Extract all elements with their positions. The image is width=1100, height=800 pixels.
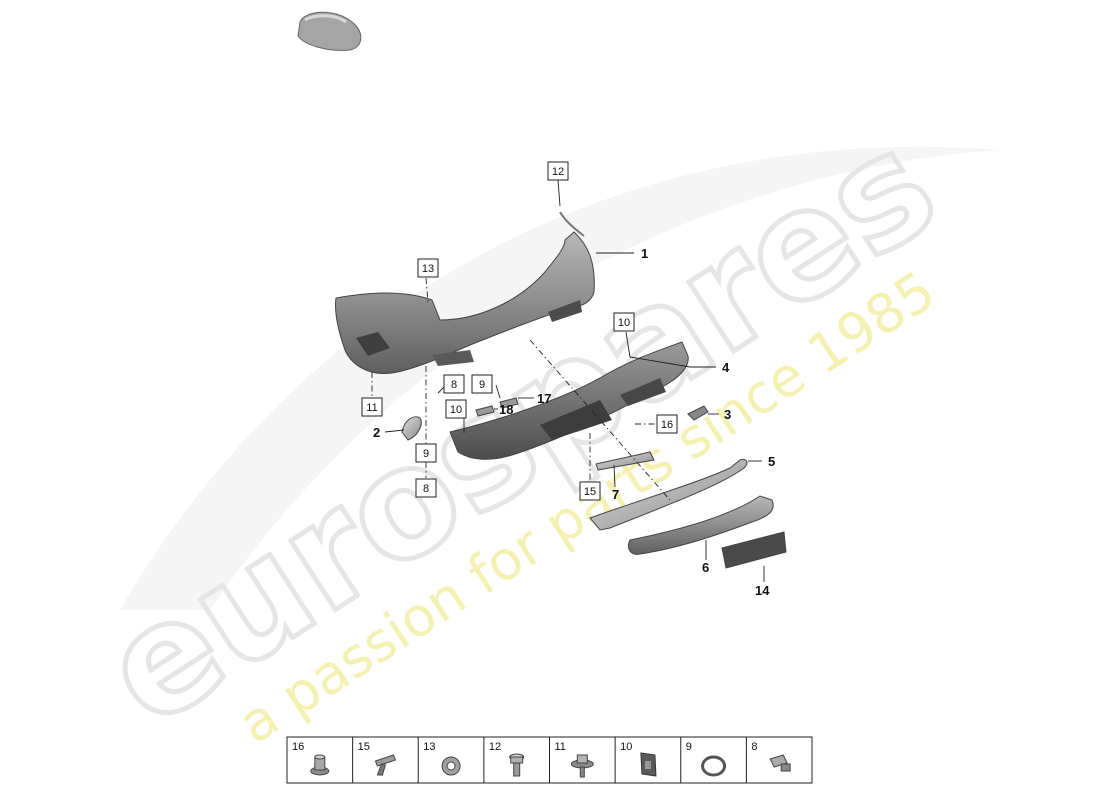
svg-text:16: 16: [661, 419, 673, 431]
watermark-swoosh: [120, 146, 1000, 610]
flanged-nut-icon: [310, 754, 330, 776]
callout-7: 7: [612, 487, 619, 502]
boxed-ref-13: 13: [417, 258, 439, 278]
boxed-ref-16: 16: [656, 414, 678, 434]
svg-text:8: 8: [451, 379, 457, 391]
boxed-ref-10-left: 10: [445, 399, 467, 419]
callout-17: 17: [537, 391, 551, 406]
boxed-ref-9-left: 9: [471, 374, 493, 394]
skid-panel-part: [627, 495, 774, 555]
leader-lines: [371, 179, 765, 582]
svg-text:10: 10: [618, 317, 630, 329]
callout-2: 2: [373, 425, 380, 440]
legend-number: 10: [620, 741, 632, 753]
legend-cell-13: 13: [417, 737, 461, 783]
svg-text:15: 15: [584, 486, 596, 498]
svg-text:9: 9: [423, 448, 429, 460]
boxed-ref-10-top: 10: [613, 312, 635, 332]
legend-cell-12: 12: [483, 737, 525, 783]
legend-number: 11: [555, 741, 566, 753]
legend-cell-9: 9: [680, 737, 727, 783]
fastener-legend: 16 15 13 12 11 10 9 8: [286, 736, 813, 784]
screw-icon: [509, 753, 525, 777]
legend-number: 13: [423, 741, 435, 753]
svg-text:9: 9: [479, 379, 485, 391]
callout-6: 6: [702, 560, 709, 575]
callout-14: 14: [755, 583, 770, 598]
legend-number: 15: [358, 741, 370, 753]
svg-text:13: 13: [422, 263, 434, 275]
legend-cell-16: 16: [292, 741, 330, 776]
vehicle-highlight: [304, 14, 347, 24]
callout-4: 4: [722, 360, 730, 375]
callout-3: 3: [724, 407, 731, 422]
svg-text:10: 10: [450, 404, 462, 416]
svg-text:8: 8: [423, 483, 429, 495]
callout-1: 1: [641, 246, 648, 261]
bracket-18-part: [475, 405, 495, 417]
callout-18: 18: [499, 402, 513, 417]
clip-nut-icon: [640, 752, 657, 777]
cover-plate-part: [721, 531, 787, 569]
retaining-clip-part: [687, 405, 709, 421]
legend-number: 16: [292, 741, 304, 753]
legend-number: 12: [489, 741, 501, 753]
legend-cell-10: 10: [614, 737, 657, 783]
boxed-ref-15: 15: [579, 481, 601, 501]
boxed-ref-9-bottom: 9: [415, 443, 437, 463]
boxed-ref-8-bottom: 8: [415, 478, 437, 498]
expansion-rivet-icon: [374, 754, 397, 776]
rear-bumper-cover: [335, 211, 595, 375]
sealing-ring-icon: [701, 755, 727, 777]
boxed-ref-11: 11: [361, 397, 383, 417]
collar-screw-icon: [570, 754, 594, 778]
legend-cell-11: 11: [549, 737, 594, 783]
legend-cell-8: 8: [745, 737, 791, 783]
boxed-ref-8-left: 8: [443, 374, 465, 394]
boxed-ref-12: 12: [547, 161, 569, 181]
svg-text:12: 12: [552, 166, 564, 178]
retaining-washer-icon: [441, 756, 461, 776]
svg-text:11: 11: [366, 402, 377, 414]
reflector-part: [401, 416, 422, 441]
plug-connector-icon: [769, 754, 791, 772]
diffuser-lower-panel: [449, 341, 689, 460]
bracket-17-part: [499, 397, 519, 409]
legend-cell-15: 15: [352, 737, 397, 783]
callout-5: 5: [768, 454, 775, 469]
legend-number: 9: [686, 741, 692, 753]
legend-number: 8: [751, 741, 757, 753]
